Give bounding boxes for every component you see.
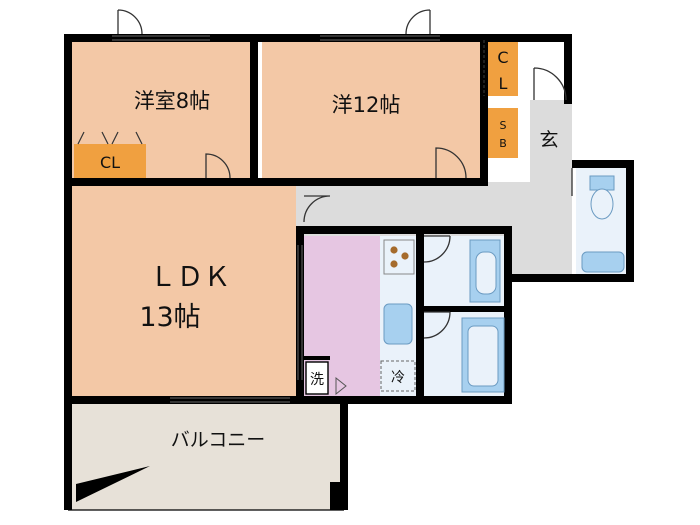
label-western-8: 洋室8帖 bbox=[134, 89, 210, 113]
label-closet-12-l: L bbox=[499, 74, 508, 93]
toilet-tank bbox=[589, 175, 615, 191]
label-western-12: 洋12帖 bbox=[332, 93, 401, 117]
closet-doors bbox=[77, 40, 485, 145]
washer-space bbox=[305, 361, 329, 395]
label-fridge: 冷 bbox=[391, 370, 405, 386]
label-closet-8: CL bbox=[100, 153, 120, 172]
walls bbox=[64, 34, 634, 510]
label-washer: 洗 bbox=[310, 372, 324, 388]
label-entrance: 玄 bbox=[539, 129, 558, 151]
entrance-floor bbox=[530, 100, 572, 182]
fridge-space bbox=[380, 360, 416, 392]
label-ldk-size: 13帖 bbox=[139, 302, 200, 333]
toilet-bowl bbox=[590, 188, 614, 220]
label-shoebox-b: B bbox=[499, 137, 507, 150]
western-room-12-floor bbox=[262, 38, 484, 182]
ldk-floor bbox=[68, 182, 296, 404]
kitchen-sink bbox=[383, 303, 413, 345]
label-shoebox-s: S bbox=[500, 119, 507, 132]
windows bbox=[112, 35, 440, 403]
label-closet-12-c: C bbox=[497, 48, 508, 67]
shoebox-fill bbox=[488, 108, 518, 158]
burner-2 bbox=[401, 252, 409, 260]
burner-1 bbox=[390, 246, 398, 254]
toilet-sink bbox=[581, 251, 625, 273]
closet-12-fill bbox=[488, 40, 518, 96]
closet-8-fill bbox=[74, 144, 146, 178]
bathtub-inner bbox=[467, 325, 499, 387]
balcony-drain bbox=[76, 466, 150, 502]
label-balcony: バルコニー bbox=[171, 429, 266, 451]
burner-3 bbox=[390, 260, 398, 268]
balcony-floor bbox=[68, 404, 344, 510]
label-ldk: ＬＤＫ bbox=[150, 262, 231, 293]
cooktop bbox=[383, 239, 415, 275]
doors bbox=[117, 9, 573, 339]
pantry-door bbox=[335, 376, 347, 396]
washbasin bbox=[475, 251, 497, 295]
balcony-column bbox=[330, 482, 344, 510]
